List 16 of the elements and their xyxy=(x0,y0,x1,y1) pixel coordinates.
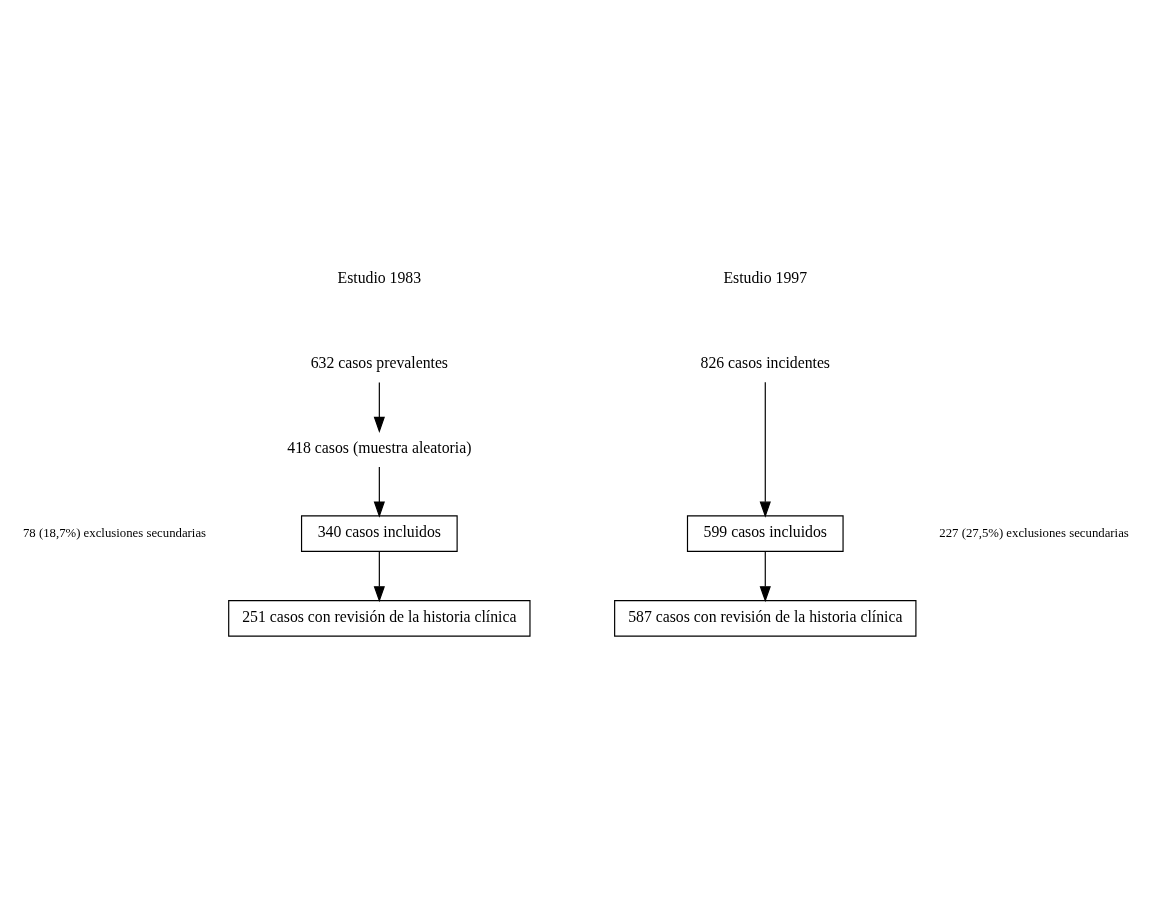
label: 227 (27,5%) exclusiones secundarias xyxy=(939,525,1129,540)
node-text: 826 casos incidentes xyxy=(700,353,831,371)
node-text: 418 casos (muestra aleatoria) xyxy=(287,438,472,456)
label: Estudio 1983 xyxy=(337,268,422,286)
label: Estudio 1997 xyxy=(723,268,808,286)
arrow xyxy=(373,550,385,602)
arrow xyxy=(373,466,385,518)
arrow xyxy=(759,550,771,602)
node-box: 251 casos con revisión de la historia clínica xyxy=(228,599,531,637)
arrow xyxy=(759,381,771,518)
label: 78 (18,7%) exclusiones secundarias xyxy=(22,525,207,540)
node-text: 632 casos prevalentes xyxy=(310,353,448,371)
arrow xyxy=(373,381,385,433)
node-box: 587 casos con revisión de la historia clínica xyxy=(614,599,917,637)
node-box: 340 casos incluidos xyxy=(300,514,458,552)
node-box: 599 casos incluidos xyxy=(686,514,844,552)
